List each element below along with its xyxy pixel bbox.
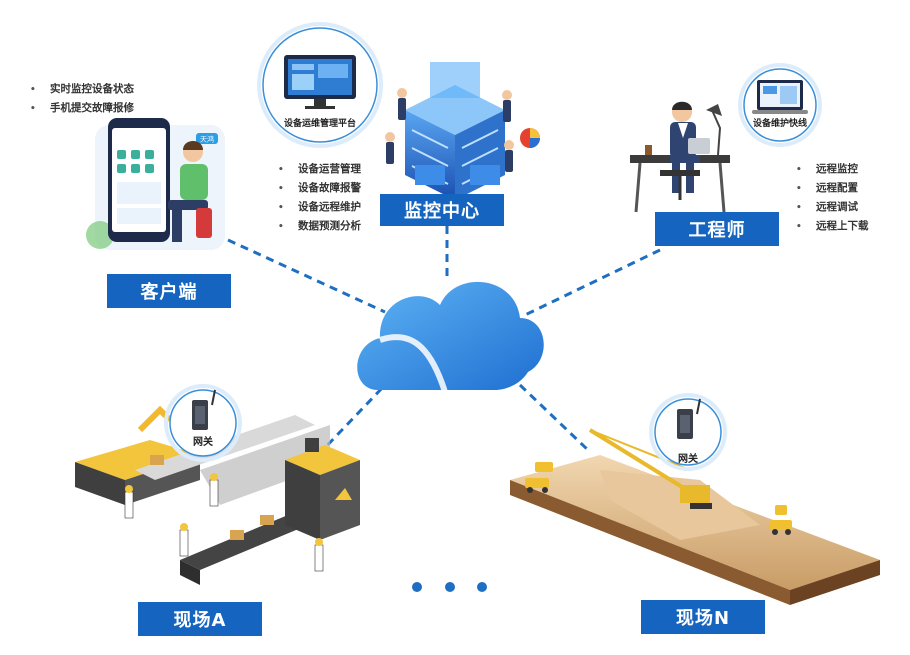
more-sites-dots bbox=[412, 582, 487, 592]
client-feature-item: 实时监控设备状态 bbox=[30, 80, 134, 99]
monitor-feature-item: 设备远程维护 bbox=[278, 198, 361, 217]
monitor-feature-item: 设备故障报警 bbox=[278, 179, 361, 198]
client-feature-list: 实时监控设备状态 手机提交故障报修 bbox=[30, 80, 134, 118]
client-label: 客户端 bbox=[107, 274, 231, 308]
platform-badge-circle: 设备运维管理平台 bbox=[257, 22, 383, 148]
site-n-illustration bbox=[510, 428, 880, 605]
engineer-badge-circle: 设备维护快线 bbox=[738, 63, 822, 147]
gateway-n-circle: 网关 bbox=[649, 393, 727, 471]
engineer-label: 工程师 bbox=[655, 212, 779, 246]
site-a-illustration bbox=[75, 405, 360, 585]
engineer-feature-list: 远程监控 远程配置 远程调试 远程上下载 bbox=[796, 160, 869, 236]
data-center-illustration bbox=[385, 62, 540, 200]
monitor-feature-item: 设备运营管理 bbox=[278, 160, 361, 179]
engineer-feature-item: 远程上下载 bbox=[796, 217, 869, 236]
platform-badge-text: 设备运维管理平台 bbox=[284, 117, 356, 129]
monitor-feature-list: 设备运营管理 设备故障报警 设备远程维护 数据预测分析 bbox=[278, 160, 361, 236]
client-feature-item: 手机提交故障报修 bbox=[30, 99, 134, 118]
site-a-label: 现场A bbox=[138, 602, 262, 636]
link-client bbox=[227, 238, 386, 314]
cloud-icon bbox=[357, 281, 544, 393]
link-site-n bbox=[518, 383, 590, 452]
monitor-center-label: 监控中心 bbox=[380, 194, 504, 226]
engineer-feature-item: 远程配置 bbox=[796, 179, 869, 198]
client-illustration: 天鸿 bbox=[86, 118, 225, 250]
site-n-label: 现场N bbox=[641, 600, 765, 634]
monitor-feature-item: 数据预测分析 bbox=[278, 217, 361, 236]
link-engineer bbox=[524, 248, 661, 317]
engineer-illustration bbox=[630, 101, 730, 213]
engineer-feature-item: 远程监控 bbox=[796, 160, 869, 179]
engineer-badge-text: 设备维护快线 bbox=[753, 117, 807, 129]
gateway-a-label: 网关 bbox=[193, 435, 213, 448]
engineer-feature-item: 远程调试 bbox=[796, 198, 869, 217]
gateway-a-circle: 网关 bbox=[164, 384, 242, 462]
gateway-n-label: 网关 bbox=[678, 452, 698, 465]
client-badge: 天鸿 bbox=[200, 135, 214, 144]
